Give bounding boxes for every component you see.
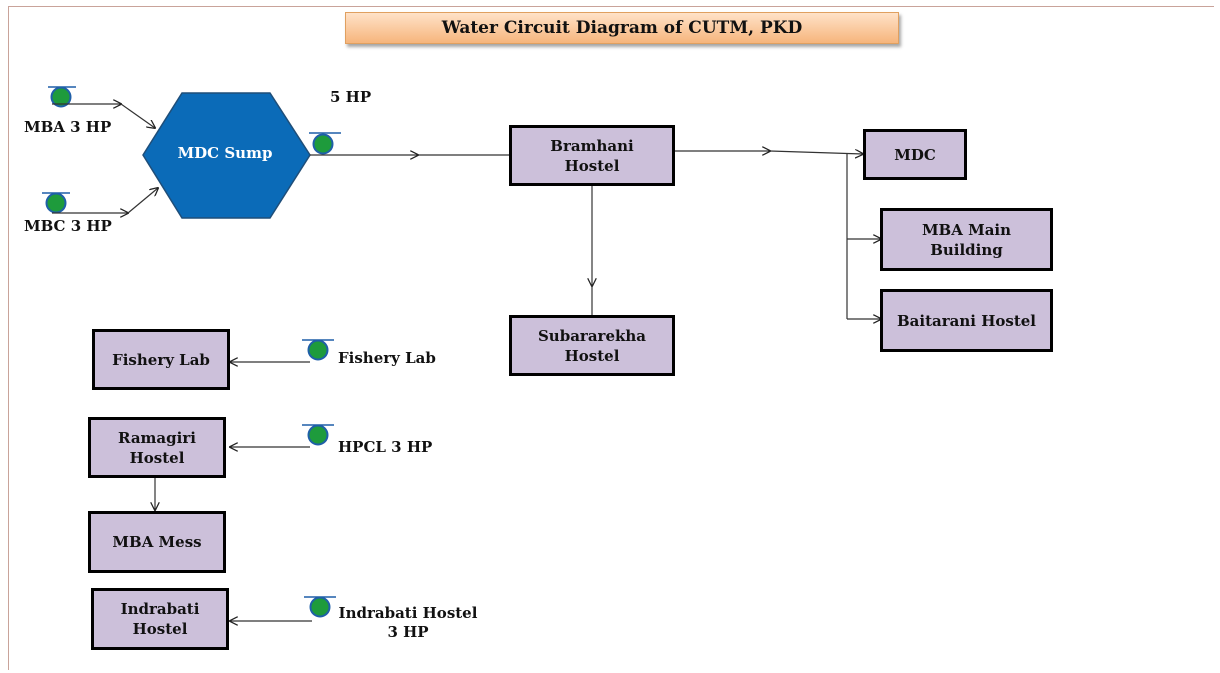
pump-label-fishery: Fishery Lab: [338, 349, 436, 367]
node-ramagiri-hostel: Ramagiri Hostel: [88, 417, 226, 478]
pump-label-mba: MBA 3 HP: [24, 118, 112, 136]
pump-label-main: 5 HP: [330, 88, 372, 106]
node-fishery-lab: Fishery Lab: [92, 329, 230, 390]
pump-label-mbc: MBC 3 HP: [24, 217, 112, 235]
pump-label-indrabati: Indrabati Hostel 3 HP: [338, 604, 478, 641]
pump-icon-fishery: [302, 339, 334, 361]
pipe-mba-to-sump: [120, 103, 155, 128]
pump-label-hpcl: HPCL 3 HP: [338, 438, 433, 456]
node-baitarani-hostel: Baitarani Hostel: [880, 289, 1053, 352]
node-mba-mess: MBA Mess: [88, 511, 226, 573]
pump-icon-hpcl: [302, 424, 334, 446]
node-subararekha-hostel: Subararekha Hostel: [509, 315, 675, 376]
node-mdc: MDC: [863, 129, 967, 180]
node-mba-main-building: MBA Main Building: [880, 208, 1053, 271]
pump-icon-indrabati: [304, 596, 336, 618]
diagram-title: Water Circuit Diagram of CUTM, PKD: [345, 12, 899, 44]
pump-icon-mba: [48, 86, 76, 108]
pipe-mbc-to-sump: [127, 188, 158, 214]
mdc-sump-label: MDC Sump: [177, 144, 273, 162]
node-indrabati-hostel: Indrabati Hostel: [91, 588, 229, 650]
node-bramhani-hostel: Bramhani Hostel: [509, 125, 675, 186]
pump-icon-mbc: [42, 192, 70, 214]
page-frame: [8, 6, 1214, 670]
pump-icon-main: [309, 132, 341, 155]
